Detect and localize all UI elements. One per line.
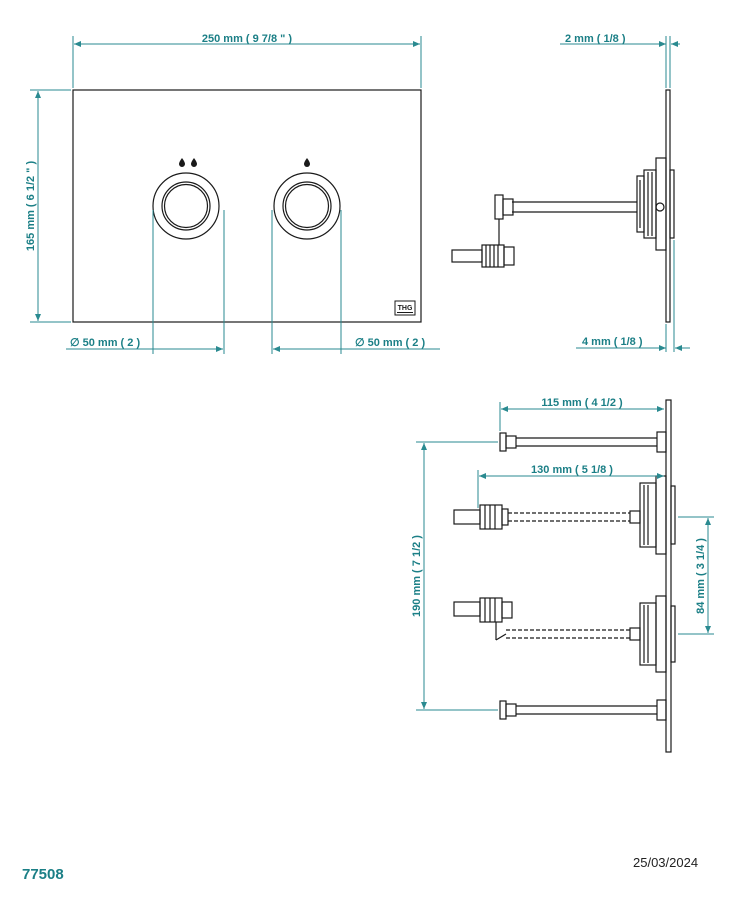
- rod-top: [499, 431, 667, 453]
- pneumatic-length-label: 130 mm ( 5 1/8 ): [531, 464, 613, 476]
- left-button-diameter-label: ∅ 50 mm ( 2 ): [70, 337, 140, 349]
- brand-logo: THG: [394, 300, 416, 316]
- drawing-date: 25/03/2024: [633, 855, 699, 870]
- mechanism-lower: [453, 595, 676, 673]
- flush-plate-front: [72, 89, 422, 323]
- thickness-top-label: 2 mm ( 1/8 ): [565, 33, 626, 45]
- single-drop-icon: [304, 158, 310, 167]
- mechanism-upper: [453, 475, 676, 555]
- flush-plate-top: [665, 399, 672, 753]
- right-button-diameter-label: ∅ 50 mm ( 2 ): [355, 337, 425, 349]
- rod-length-label: 115 mm ( 4 1/2 ): [541, 397, 623, 409]
- overall-height-label: 190 mm ( 7 1/2 ): [411, 535, 423, 617]
- double-drop-icon: [179, 158, 197, 167]
- rod-bottom: [499, 699, 667, 721]
- plate-height-label: 165 mm ( 6 1/2 " ): [25, 161, 37, 252]
- plate-width-label: 250 mm ( 9 7/8 " ): [202, 33, 293, 45]
- product-code: 77508: [22, 866, 64, 883]
- button-spacing-label: 84 mm ( 3 1/4 ): [695, 538, 707, 614]
- side-view: 2 mm ( 1/8 ) 4 mm ( 1/8 ): [451, 33, 690, 352]
- button-left: [152, 158, 220, 240]
- button-right: [273, 158, 341, 240]
- top-view: 115 mm ( 4 1/2 ) 130 mm ( 5 1/8 ) 190 mm…: [411, 397, 714, 753]
- svg-text:THG: THG: [398, 305, 413, 312]
- thickness-bottom-label: 4 mm ( 1/8 ): [582, 336, 643, 348]
- front-view: THG 250 mm ( 9 7/8 " ) 165 mm ( 6 1/2 " …: [25, 33, 440, 354]
